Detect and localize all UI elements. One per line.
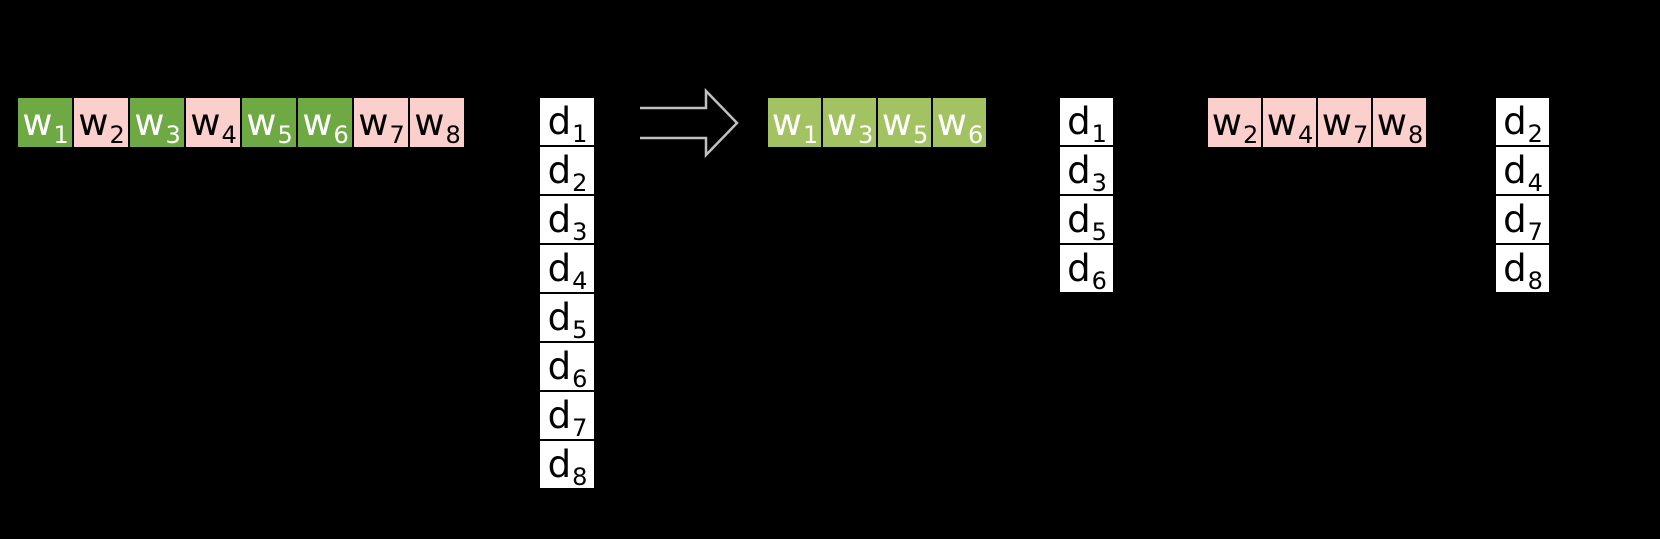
documents-all-cell-d4: d4 — [539, 244, 595, 293]
weights-all-cell-w3: w3 — [129, 97, 185, 148]
documents-all-cell-d7: d7 — [539, 391, 595, 440]
cell-subscript: 6 — [333, 121, 349, 149]
weights-all-cell-w7: w7 — [353, 97, 409, 148]
cell-subscript: 4 — [572, 267, 588, 295]
cell-subscript: 5 — [1091, 218, 1107, 246]
cell-subscript: 1 — [802, 121, 819, 149]
cell-subscript: 5 — [912, 121, 929, 149]
cell-label: w3 — [134, 101, 181, 149]
documents-green-subset-cell-d1: d1 — [1059, 97, 1114, 146]
cell-label: w4 — [1266, 101, 1314, 149]
documents-pink-subset-cell-d7: d7 — [1495, 195, 1550, 244]
cell-subscript: 5 — [277, 121, 293, 149]
implies-arrow-icon — [640, 87, 739, 159]
cell-label: d2 — [1503, 100, 1543, 148]
documents-all-cell-d2: d2 — [539, 146, 595, 195]
cell-label: d7 — [547, 394, 588, 442]
cell-label: d6 — [547, 345, 588, 393]
cell-label: w5 — [246, 101, 293, 149]
cell-label: w7 — [1321, 101, 1369, 149]
weights-pink-subset-cell-w4: w4 — [1262, 97, 1317, 148]
implies-arrow — [634, 84, 742, 162]
cell-label: d3 — [547, 198, 588, 246]
weights-pink-subset-cell-w8: w8 — [1372, 97, 1427, 148]
weights-green-subset-cell-w5: w5 — [877, 97, 932, 148]
cell-subscript: 4 — [221, 121, 237, 149]
documents-green-subset-cell-d6: d6 — [1059, 244, 1114, 293]
documents-all-cell-d5: d5 — [539, 293, 595, 342]
documents-all-cell-d6: d6 — [539, 342, 595, 391]
cell-subscript: 1 — [53, 121, 69, 149]
cell-label: d3 — [1067, 149, 1107, 197]
weights-all-cell-w6: w6 — [297, 97, 353, 148]
cell-label: d1 — [1067, 100, 1107, 148]
cell-subscript: 3 — [572, 218, 588, 246]
cell-subscript: 3 — [857, 121, 874, 149]
documents-pink-subset-cell-d8: d8 — [1495, 244, 1550, 293]
cell-subscript: 2 — [1527, 120, 1543, 148]
cell-subscript: 5 — [572, 316, 588, 344]
cell-label: w2 — [78, 101, 125, 149]
cell-label: w5 — [881, 101, 929, 149]
cell-subscript: 1 — [572, 120, 588, 148]
cell-label: w1 — [771, 101, 819, 149]
cell-subscript: 7 — [1352, 121, 1369, 149]
cell-label: d8 — [547, 443, 588, 491]
cell-label: d7 — [1503, 198, 1543, 246]
weights-pink-subset-cell-w2: w2 — [1207, 97, 1262, 148]
cell-subscript: 6 — [1091, 267, 1107, 295]
cell-subscript: 1 — [1091, 120, 1107, 148]
weights-all-cell-w5: w5 — [241, 97, 297, 148]
cell-label: w6 — [936, 101, 984, 149]
cell-subscript: 7 — [572, 414, 588, 442]
cell-label: d5 — [1067, 198, 1107, 246]
cell-label: d4 — [547, 247, 588, 295]
weights-all-cell-w4: w4 — [185, 97, 241, 148]
cell-subscript: 3 — [1091, 169, 1107, 197]
cell-label: w1 — [22, 101, 69, 149]
cell-subscript: 2 — [1242, 121, 1259, 149]
cell-subscript: 8 — [445, 121, 461, 149]
cell-label: d8 — [1503, 247, 1543, 295]
cell-subscript: 8 — [1407, 121, 1424, 149]
cell-subscript: 6 — [572, 365, 588, 393]
cell-label: w2 — [1211, 101, 1259, 149]
weights-pink-subset-cell-w7: w7 — [1317, 97, 1372, 148]
cell-subscript: 4 — [1297, 121, 1314, 149]
cell-label: w8 — [414, 101, 461, 149]
documents-green-subset-cell-d3: d3 — [1059, 146, 1114, 195]
cell-subscript: 3 — [165, 121, 181, 149]
cell-subscript: 6 — [967, 121, 984, 149]
documents-all-cell-d1: d1 — [539, 97, 595, 146]
documents-pink-subset-cell-d2: d2 — [1495, 97, 1550, 146]
weights-green-subset-cell-w3: w3 — [822, 97, 877, 148]
cell-label: d4 — [1503, 149, 1543, 197]
cell-subscript: 2 — [572, 169, 588, 197]
cell-subscript: 7 — [389, 121, 405, 149]
cell-label: w4 — [190, 101, 237, 149]
cell-subscript: 4 — [1527, 169, 1543, 197]
cell-label: w6 — [302, 101, 349, 149]
documents-all-cell-d3: d3 — [539, 195, 595, 244]
weights-green-subset-cell-w1: w1 — [767, 97, 822, 148]
cell-label: w3 — [826, 101, 874, 149]
documents-all-cell-d8: d8 — [539, 440, 595, 489]
cell-label: d5 — [547, 296, 588, 344]
weights-all-cell-w2: w2 — [73, 97, 129, 148]
cell-label: d6 — [1067, 247, 1107, 295]
weights-all-cell-w1: w1 — [17, 97, 73, 148]
weights-green-subset-cell-w6: w6 — [932, 97, 987, 148]
cell-subscript: 7 — [1527, 218, 1543, 246]
cell-label: d2 — [547, 149, 588, 197]
cell-label: w8 — [1376, 101, 1424, 149]
cell-subscript: 8 — [572, 463, 588, 491]
documents-green-subset-cell-d5: d5 — [1059, 195, 1114, 244]
cell-label: d1 — [547, 100, 588, 148]
documents-pink-subset-cell-d4: d4 — [1495, 146, 1550, 195]
cell-subscript: 8 — [1527, 267, 1543, 295]
cell-subscript: 2 — [109, 121, 125, 149]
cell-label: w7 — [358, 101, 405, 149]
weights-all-cell-w8: w8 — [409, 97, 465, 148]
